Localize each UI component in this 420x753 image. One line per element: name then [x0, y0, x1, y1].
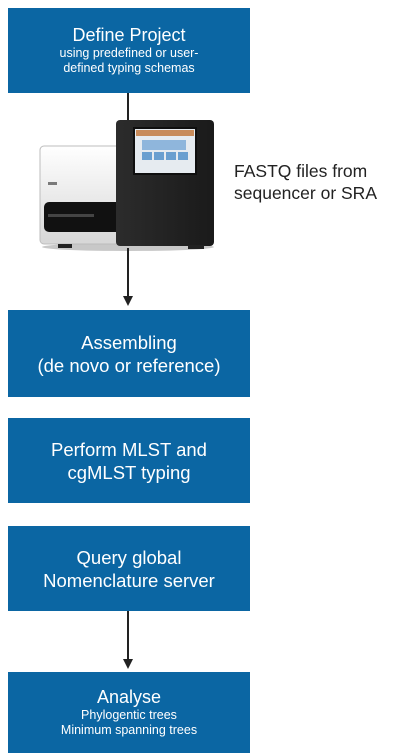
mlst-typing-line-2: cgMLST typing — [67, 461, 191, 483]
define-project-subtitle-line-2: defined typing schemas — [63, 61, 195, 75]
fastq-label: FASTQ files from sequencer or SRA — [234, 160, 420, 204]
fastq-label-line-2: sequencer or SRA — [234, 183, 377, 203]
analyse-subtitle-line-2: Minimum spanning trees — [60, 723, 198, 737]
sequencer-icon — [39, 120, 214, 251]
assembling-line-2: (de novo or reference) — [37, 354, 221, 376]
sequencer-indicator — [48, 182, 57, 185]
define-project-title: Define Project — [72, 25, 186, 45]
query-nomenclature-box: Query global Nomenclature server — [8, 526, 250, 611]
arrowhead-to-assembling — [123, 296, 133, 306]
analyse-subtitle-line-1: Phylogentic trees — [81, 708, 177, 722]
connector-define-to-sequencer — [127, 93, 129, 123]
mlst-typing-line-1: Perform MLST and — [51, 438, 207, 460]
mlst-typing-box: Perform MLST and cgMLST typing — [8, 418, 250, 503]
query-nomenclature-line-1: Query global — [76, 546, 182, 568]
define-project-subtitle-line-1: using predefined or user- — [59, 46, 199, 60]
query-nomenclature-line-2: Nomenclature server — [43, 569, 215, 591]
connector-sequencer-to-assembling — [127, 248, 129, 298]
assembling-box: Assembling (de novo or reference) — [8, 310, 250, 397]
assembling-line-1: Assembling — [81, 331, 177, 353]
analyse-title: Analyse — [96, 687, 162, 707]
fastq-label-line-1: FASTQ files from — [234, 161, 368, 181]
arrowhead-to-analyse — [123, 659, 133, 669]
connector-query-to-analyse — [127, 611, 129, 661]
define-project-box: Define Project using predefined or user-… — [8, 8, 250, 93]
analyse-box: Analyse Phylogentic trees Minimum spanni… — [8, 672, 250, 753]
